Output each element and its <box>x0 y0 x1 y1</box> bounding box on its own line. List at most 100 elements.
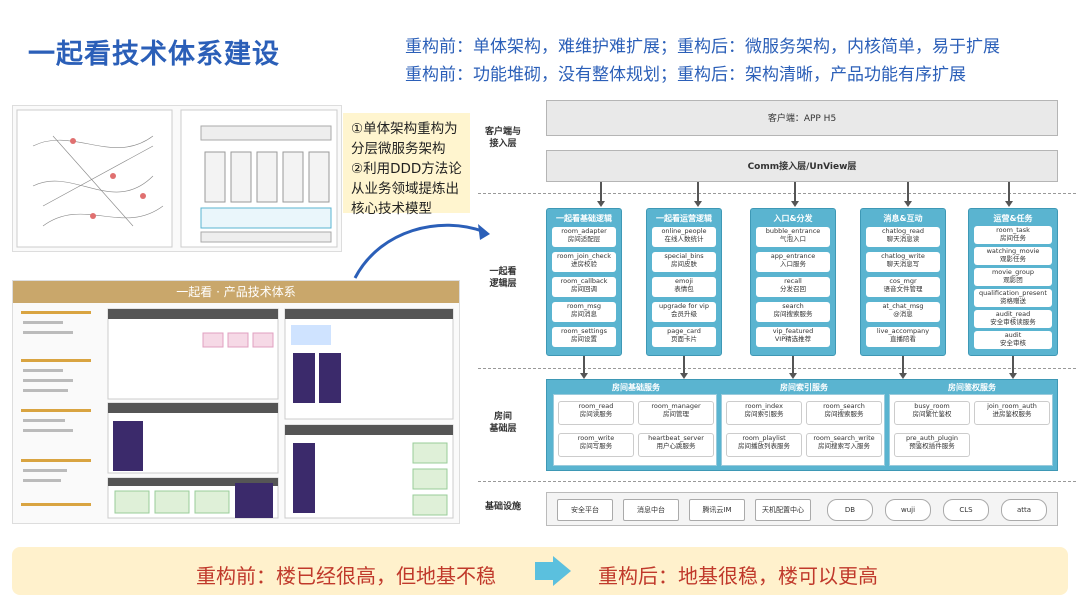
service-name: room_index <box>745 402 783 410</box>
architecture-diagram: 客户端与 接入层 一起看 逻辑层 房间 基础层 基础设施 .layer{whit… <box>478 96 1078 536</box>
room-group-header: 房间鉴权服务 <box>948 383 996 392</box>
logic-column-header: 一起看运营逻辑 <box>656 214 712 223</box>
service-desc: 房间皮肤 <box>671 260 697 268</box>
service-name: room_manager <box>651 402 701 410</box>
service-name: at_chat_msg <box>882 302 924 310</box>
logic-column-header: 消息&互动 <box>883 214 923 223</box>
down-arrow-icon <box>899 356 907 379</box>
infra-item: 安全平台 <box>557 499 613 521</box>
product-doc-sketch <box>21 308 454 519</box>
service-name: room_write <box>577 434 615 442</box>
service-desc: 聊天消息写 <box>886 260 920 268</box>
service-desc: 房间适配层 <box>567 235 601 243</box>
logic-column-header: 运营&任务 <box>993 214 1033 223</box>
service-name: upgrade for vip <box>658 302 709 310</box>
down-arrow-icon <box>1009 356 1017 379</box>
old-architecture-sketch <box>16 109 338 248</box>
service-name: emoji <box>675 277 693 285</box>
headline-line-1: 重构前：单体架构，难维护难扩展；重构后：微服务架构，内核简单，易于扩展 <box>405 37 1000 57</box>
service-name: room_callback <box>560 277 608 285</box>
service-name: pre_auth_plugin <box>905 434 959 442</box>
infra-item: 腾讯云IM <box>689 499 745 521</box>
service-desc: 语音文件管理 <box>883 285 923 293</box>
service-desc: 房间写服务 <box>579 442 613 450</box>
service-name: room_search <box>823 402 865 410</box>
note-line: 核心技术模型 <box>351 201 432 217</box>
infra-item: 消息中台 <box>623 499 679 521</box>
product-doc-thumbnail: 一起看 · 产品技术体系 <box>12 280 460 524</box>
service-desc: 房间任务 <box>1000 234 1026 242</box>
service-desc: 分发召回 <box>780 285 806 293</box>
service-name: room_msg <box>567 302 601 310</box>
service-name: movie_group <box>991 268 1035 276</box>
service-name: vip_featured <box>772 327 814 335</box>
logic-column-header: 入口&分发 <box>773 214 813 223</box>
down-arrow-icon <box>580 356 588 379</box>
service-name: watching_movie <box>986 247 1040 255</box>
down-arrow-icon <box>597 182 605 207</box>
infra-item: DB <box>827 499 873 521</box>
service-name: room_adapter <box>561 227 607 235</box>
service-desc: 观影任务 <box>1000 255 1026 263</box>
service-desc: 表情包 <box>674 285 694 293</box>
logic-column-header: 一起看基础逻辑 <box>556 214 612 223</box>
service-desc: 安全审核 <box>1000 339 1026 347</box>
infra-item: CLS <box>943 499 989 521</box>
layer-divider <box>478 481 1076 482</box>
service-desc: VIP精选推荐 <box>774 335 812 343</box>
service-desc: 安全审核读服务 <box>990 318 1036 326</box>
service-name: live_accompany <box>876 327 930 335</box>
service-name: search <box>782 302 804 310</box>
service-desc: 房间播放列表服务 <box>738 442 790 450</box>
layer-label-client: 客户端与 接入层 <box>484 127 521 149</box>
before-text: 重构前：楼已经很高，但地基不稳 <box>196 564 496 588</box>
note-line: ①单体架构重构为 <box>351 121 458 137</box>
infra-row: 安全平台 消息中台 腾讯云IM 天机配置中心 DB wuji CLS atta <box>546 492 1058 526</box>
service-name: room_settings <box>561 327 607 335</box>
infra-item: 天机配置中心 <box>755 499 811 521</box>
down-arrow-icon <box>1005 182 1013 207</box>
note-line: ②利用DDD方法论 <box>351 161 462 177</box>
service-desc: 房间搜索服务 <box>773 310 813 318</box>
service-desc: 观影团 <box>1003 276 1023 284</box>
service-desc: 资格赠送 <box>1000 297 1026 305</box>
service-name: online_people <box>661 227 707 235</box>
service-name: recall <box>784 277 802 285</box>
client-bar: 客户端：APP H5 <box>546 100 1058 136</box>
layer-divider <box>478 368 1076 369</box>
service-name: room_search_write <box>813 434 875 442</box>
service-name: room_task <box>996 226 1030 234</box>
service-desc: 预鉴权插件服务 <box>909 442 955 450</box>
infra-item: wuji <box>885 499 931 521</box>
service-desc: 房间读服务 <box>579 410 613 418</box>
down-arrow-icon <box>694 182 702 207</box>
service-desc: 房间搜索服务 <box>824 410 864 418</box>
service-name: join_room_auth <box>987 402 1037 410</box>
